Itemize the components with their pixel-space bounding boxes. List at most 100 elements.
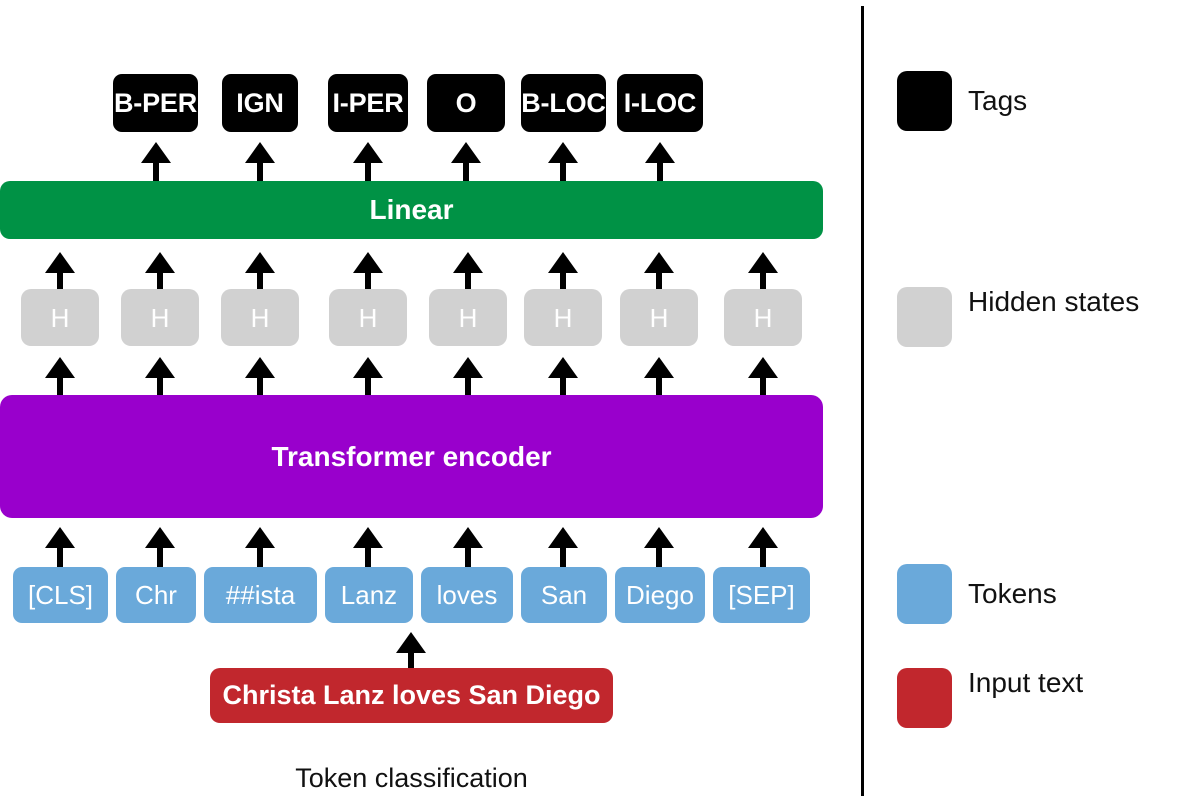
token-label: loves [436,580,498,610]
tag-label: B-PER [113,87,197,118]
arrow-head-icon [353,527,383,548]
arrow-stem [465,376,471,398]
arrow-head-icon [45,252,75,273]
arrow-head-icon [453,357,483,378]
arrow-stem [760,546,766,568]
arrow-head-icon [245,252,275,273]
hidden-state-label: H [649,302,669,333]
arrow-stem [57,546,63,568]
arrow-head-icon [245,527,275,548]
hidden-state-box-2: H [221,289,299,346]
arrow-head-icon [45,527,75,548]
arrow-head-icon [145,357,175,378]
hidden-state-box-3: H [329,289,407,346]
arrow-stem [257,376,263,398]
arrow-stem [57,271,63,293]
token-box-1: Chr [116,567,196,623]
legend-label-input-text: Input text [968,667,1084,698]
arrow-head-icon [548,142,578,163]
legend-label-hidden-states: Hidden states [968,286,1140,317]
arrow-stem [656,546,662,568]
token-box-2: ##ista [204,567,317,623]
hidden-state-label: H [358,302,378,333]
arrow-stem [57,376,63,398]
hidden-state-label: H [753,302,773,333]
token-label: [CLS] [27,580,94,610]
arrow-stem [656,271,662,293]
input-text-block: Christa Lanz loves San Diego [210,668,613,723]
transformer-encoder-label: Transformer encoder [271,440,552,472]
hidden-state-box-7: H [724,289,802,346]
arrow-stem [157,376,163,398]
tag-label: B-LOC [521,87,606,118]
legend-swatch-tokens [897,564,952,624]
transformer-encoder-block: Transformer encoder [0,395,823,518]
tag-label: I-PER [332,87,404,118]
arrow-stem [365,271,371,293]
hidden-state-box-5: H [524,289,602,346]
arrow-head-icon [645,142,675,163]
tag-label: IGN [236,87,284,118]
token-box-6: Diego [615,567,705,623]
token-box-5: San [521,567,607,623]
token-box-0: [CLS] [13,567,108,623]
hidden-state-box-1: H [121,289,199,346]
arrow-head-icon [353,142,383,163]
figure-caption: Token classification [295,763,528,793]
tag-box-ign: IGN [222,74,298,132]
hidden-state-label: H [553,302,573,333]
legend-divider [861,6,864,796]
arrow-stem [560,271,566,293]
arrow-head-icon [644,252,674,273]
arrow-stem [560,161,566,183]
arrow-stem [365,376,371,398]
arrow-head-icon [451,142,481,163]
arrow-head-icon [748,357,778,378]
arrow-stem [463,161,469,183]
legend-label-tags: Tags [968,85,1028,116]
tag-box-o: O [427,74,505,132]
tag-box-i-loc: I-LOC [617,74,703,132]
token-label: San [540,580,588,610]
input-text-value: Christa Lanz loves San Diego [222,680,601,710]
hidden-state-box-6: H [620,289,698,346]
hidden-state-box-0: H [21,289,99,346]
arrow-stem [257,161,263,183]
linear-layer-label: Linear [369,194,454,225]
arrow-stem [157,271,163,293]
arrow-stem [257,546,263,568]
arrow-stem [465,271,471,293]
tag-box-i-per: I-PER [328,74,408,132]
tag-box-b-per: B-PER [113,74,198,132]
token-label: [SEP] [728,580,795,610]
arrow-head-icon [548,527,578,548]
arrow-head-icon [45,357,75,378]
arrow-stem [760,271,766,293]
arrow-head-icon [453,527,483,548]
arrow-stem [560,546,566,568]
arrow-stem [656,376,662,398]
arrow-head-icon [644,527,674,548]
hidden-state-label: H [458,302,478,333]
arrow-stem [760,376,766,398]
arrow-head-icon [748,252,778,273]
tag-label: I-LOC [623,87,697,118]
token-box-4: loves [421,567,513,623]
arrow-head-icon [141,142,171,163]
arrow-head-icon [245,357,275,378]
hidden-state-label: H [50,302,70,333]
arrow-stem [657,161,663,183]
hidden-state-label: H [150,302,170,333]
arrow-stem [257,271,263,293]
tag-box-b-loc: B-LOC [521,74,606,132]
token-label: Lanz [340,580,398,610]
token-label: Diego [626,580,694,610]
tag-label: O [455,87,477,118]
hidden-state-box-4: H [429,289,507,346]
arrow-head-icon [145,252,175,273]
arrow-head-icon [548,357,578,378]
linear-layer-block: Linear [0,181,823,239]
arrow-stem [365,161,371,183]
hidden-state-label: H [250,302,270,333]
